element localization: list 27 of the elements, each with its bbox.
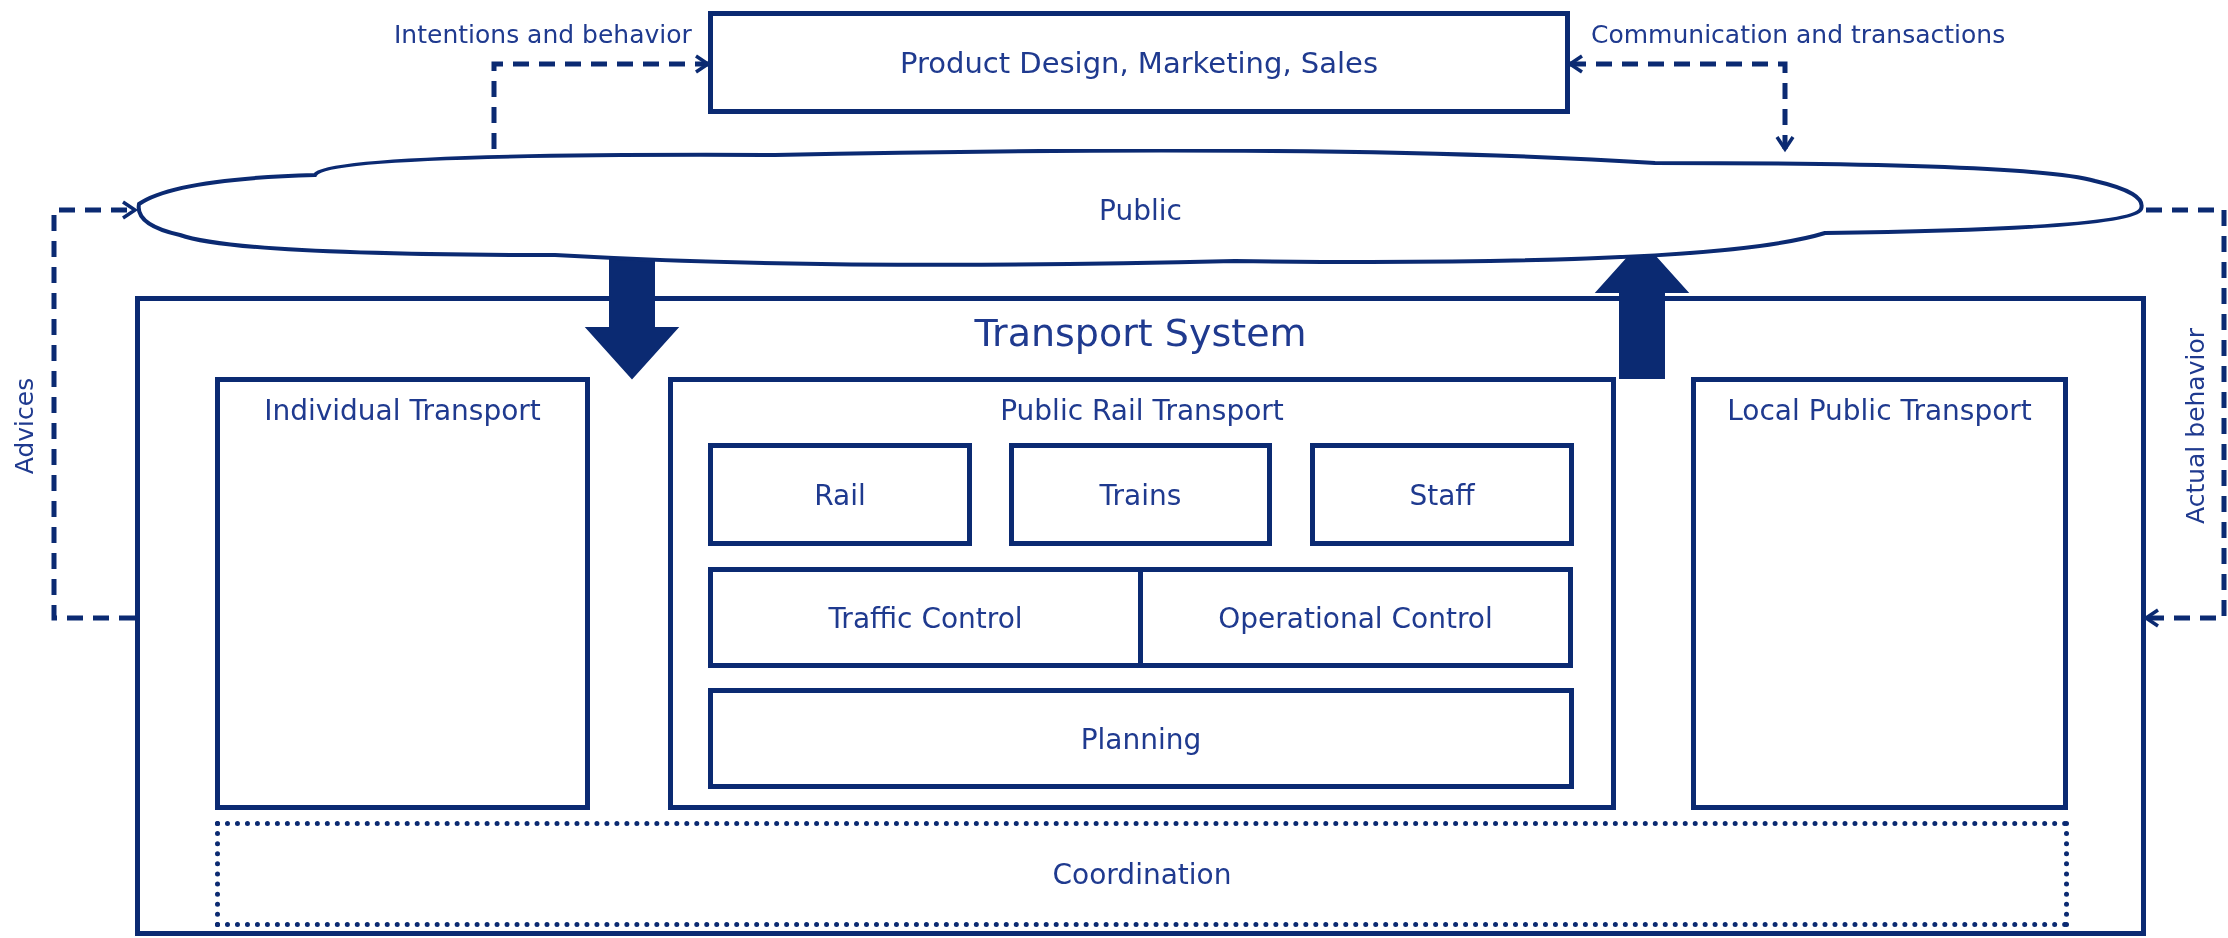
coordination-box: [215, 821, 2069, 927]
node-label: Public: [1098, 193, 1183, 226]
process-box: [708, 11, 1570, 114]
system-box: [135, 296, 2146, 936]
component-box: [708, 443, 972, 546]
component-box: [1009, 443, 1272, 546]
dashed-arrow: [51, 200, 137, 621]
node-label: Rail: [813, 478, 867, 511]
node-label: Individual Transport: [263, 394, 542, 427]
node-label: Operational Control: [1217, 601, 1494, 634]
subsystem-box: [1691, 377, 2068, 810]
component-box: [708, 688, 1574, 789]
dashed-arrow: [491, 54, 710, 149]
node-label: Traffic Control: [827, 601, 1024, 634]
node-label: Public Rail Transport: [999, 394, 1285, 427]
dashed-arrow: [1568, 54, 1795, 151]
subsystem-box: [668, 377, 1616, 810]
node-label: Planning: [1079, 722, 1203, 755]
node-label: Staff: [1408, 478, 1476, 511]
dashed-arrow: [2144, 207, 2227, 628]
node-label: Local Public Transport: [1726, 394, 2033, 427]
component-box: [1310, 443, 1574, 546]
subsystem-box: [215, 377, 590, 810]
node-label: Product Design, Marketing, Sales: [898, 45, 1379, 80]
node-label: Coordination: [1051, 857, 1233, 891]
node-label: Trains: [1098, 478, 1183, 511]
title-text: Transport System: [973, 311, 1308, 355]
